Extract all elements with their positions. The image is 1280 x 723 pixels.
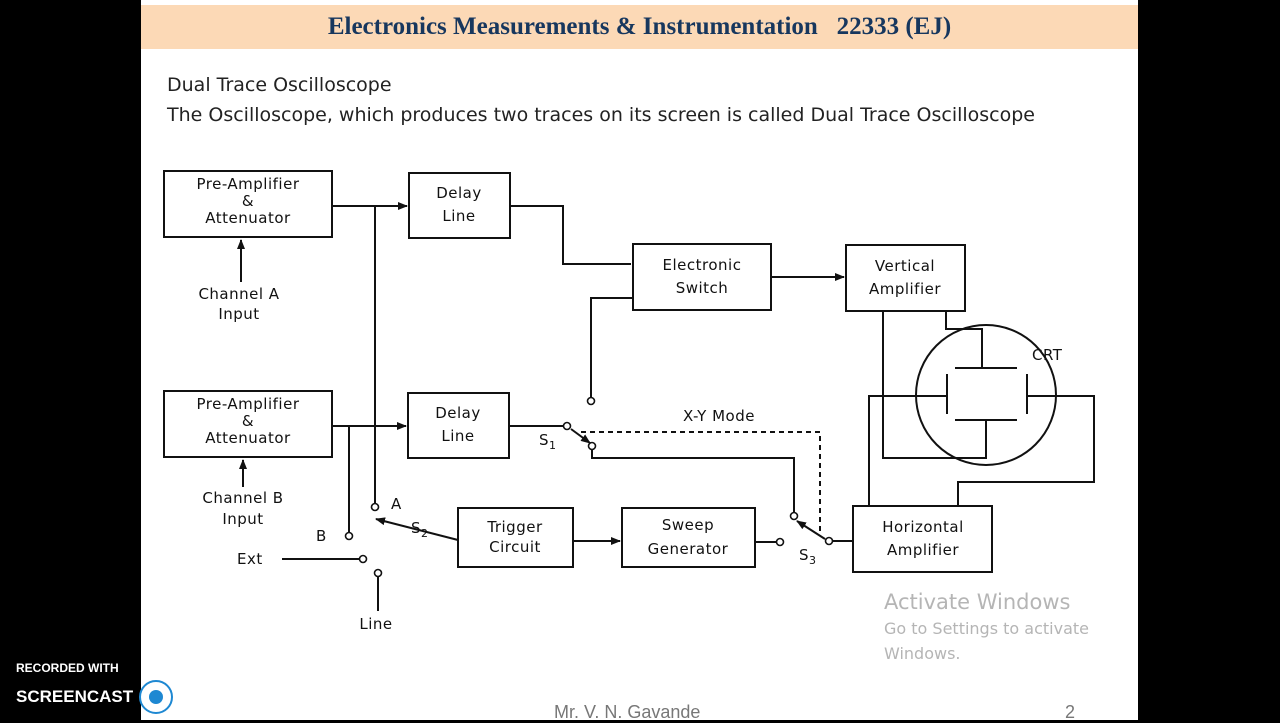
switch-terminal-dot xyxy=(586,396,596,406)
activate-windows-watermark: Activate Windows Go to Settings to activ… xyxy=(884,588,1114,666)
trigger-line1: Trigger xyxy=(486,518,543,536)
screencast-o-matic-logo: SCREENCAST MATIC xyxy=(16,680,232,714)
trigger-line2: Circuit xyxy=(489,538,541,556)
switch-s3-arm xyxy=(796,520,826,540)
vert-amp-to-bottom-plate xyxy=(882,311,987,459)
delay-line-a-block xyxy=(408,172,511,239)
switch-s2-terminal-a xyxy=(370,502,380,512)
preamp-b-line2: & xyxy=(242,412,254,430)
s1-to-s3-wire xyxy=(591,450,795,512)
preamp-b-block xyxy=(163,390,333,458)
sweep-line2: Generator xyxy=(648,540,729,558)
switch-s2-arm xyxy=(375,517,459,541)
sweep-line1: Sweep xyxy=(662,516,714,534)
channel-a-label-line1: Channel A xyxy=(198,285,279,303)
activate-windows-subtitle: Go to Settings to activate Windows. xyxy=(884,619,1089,663)
vert-amp-to-top-plate xyxy=(945,311,983,368)
footer-author: Mr. V. N. Gavande xyxy=(554,702,701,722)
switch-s2-terminal-b xyxy=(344,531,354,541)
s2-label: S2 xyxy=(411,519,429,540)
preamp-a-block xyxy=(163,170,333,238)
horizontal-amp-line1: Horizontal xyxy=(882,518,964,536)
channel-a-label-line2: Input xyxy=(218,305,259,323)
block-diagram: Pre-Amplifier & Attenuator Delay Line El… xyxy=(163,170,1095,633)
switch-s2-terminal-line xyxy=(373,568,383,578)
channel-b-label-line1: Channel B xyxy=(202,489,283,507)
delay-b-line1: Delay xyxy=(435,404,481,422)
horiz-amp-to-left-plate xyxy=(868,395,947,506)
s3-label: S3 xyxy=(799,546,817,567)
xy-mode-dashed-link xyxy=(581,431,821,531)
vertical-amplifier-block xyxy=(845,244,966,312)
switch-s1-terminal xyxy=(562,421,572,431)
brand-left-text: SCREENCAST xyxy=(16,687,134,706)
preamp-a-line3: Attenuator xyxy=(205,209,291,227)
ext-label: Ext xyxy=(237,550,263,568)
title-bar: Electronics Measurements & Instrumentati… xyxy=(141,5,1138,49)
vertical-amp-line1: Vertical xyxy=(875,257,935,275)
terminal-a-label: A xyxy=(391,495,402,513)
electronic-switch-line1: Electronic xyxy=(663,256,742,274)
sweep-generator-block xyxy=(621,507,756,568)
switch-s3-xy-terminal xyxy=(789,511,799,521)
horizontal-amp-line2: Amplifier xyxy=(887,541,959,559)
slide-definition: The Oscilloscope, which produces two tra… xyxy=(167,104,1035,126)
delay-a-line1: Delay xyxy=(436,184,482,202)
horiz-amp-to-right-plate xyxy=(957,395,1095,506)
recorded-with-label: RECORDED WITH xyxy=(16,661,119,675)
electronic-switch-block xyxy=(632,243,772,311)
horizontal-amplifier-block xyxy=(852,505,993,573)
brand-right-text: MATIC xyxy=(179,687,232,706)
slide-heading: Dual Trace Oscilloscope xyxy=(167,74,392,96)
page-number: 2 xyxy=(1065,702,1076,722)
preamp-b-line3: Attenuator xyxy=(205,429,291,447)
switch-s1-arm xyxy=(570,428,591,444)
crt-label: CRT xyxy=(1032,346,1063,364)
s1-label: S1 xyxy=(539,431,557,452)
delay-line-b-block xyxy=(407,392,510,459)
slide: Electronics Measurements & Instrumentati… xyxy=(141,0,1138,722)
switch-s1-lower-terminal xyxy=(587,441,597,451)
delay-a-line2: Line xyxy=(442,207,475,225)
delay-b-line2: Line xyxy=(441,427,474,445)
switch-s2-terminal-ext xyxy=(358,554,368,564)
electronic-switch-line2: Switch xyxy=(676,279,729,297)
switch-b-input xyxy=(590,297,633,398)
delay-a-to-switch xyxy=(510,205,631,265)
switch-s3-common-terminal xyxy=(824,536,834,546)
xy-mode-label: X-Y Mode xyxy=(683,407,755,425)
preamp-a-line2: & xyxy=(242,192,254,210)
record-icon xyxy=(139,680,174,714)
preamp-a-line1: Pre-Amplifier xyxy=(196,175,299,193)
slide-title: Electronics Measurements & Instrumentati… xyxy=(327,13,952,40)
switch-s3-sweep-terminal xyxy=(775,537,785,547)
terminal-b-label: B xyxy=(316,527,327,545)
activate-windows-title: Activate Windows xyxy=(884,590,1071,614)
trigger-circuit-block xyxy=(457,507,574,568)
line-label: Line xyxy=(359,615,392,633)
vertical-amp-line2: Amplifier xyxy=(869,280,941,298)
preamp-b-line1: Pre-Amplifier xyxy=(196,395,299,413)
channel-b-label-line2: Input xyxy=(222,510,263,528)
